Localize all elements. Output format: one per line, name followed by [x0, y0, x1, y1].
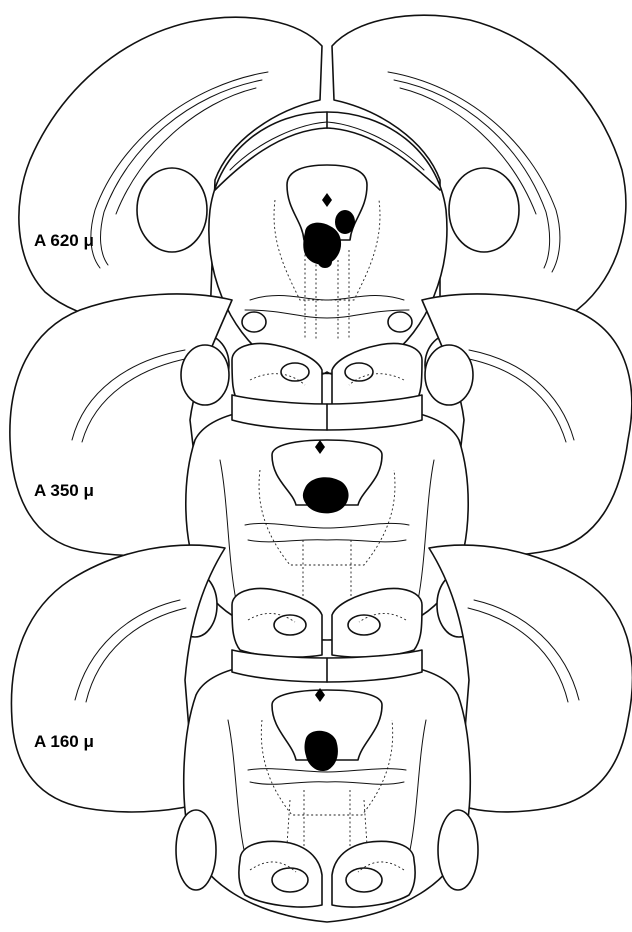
central-body-3 — [184, 660, 471, 922]
section-label-a350: A 350 μ — [34, 481, 94, 500]
section-label-a160: A 160 μ — [34, 732, 94, 751]
lesion-2 — [303, 477, 349, 513]
section-label-a620: A 620 μ — [34, 231, 94, 250]
lesion-1a — [335, 210, 355, 234]
